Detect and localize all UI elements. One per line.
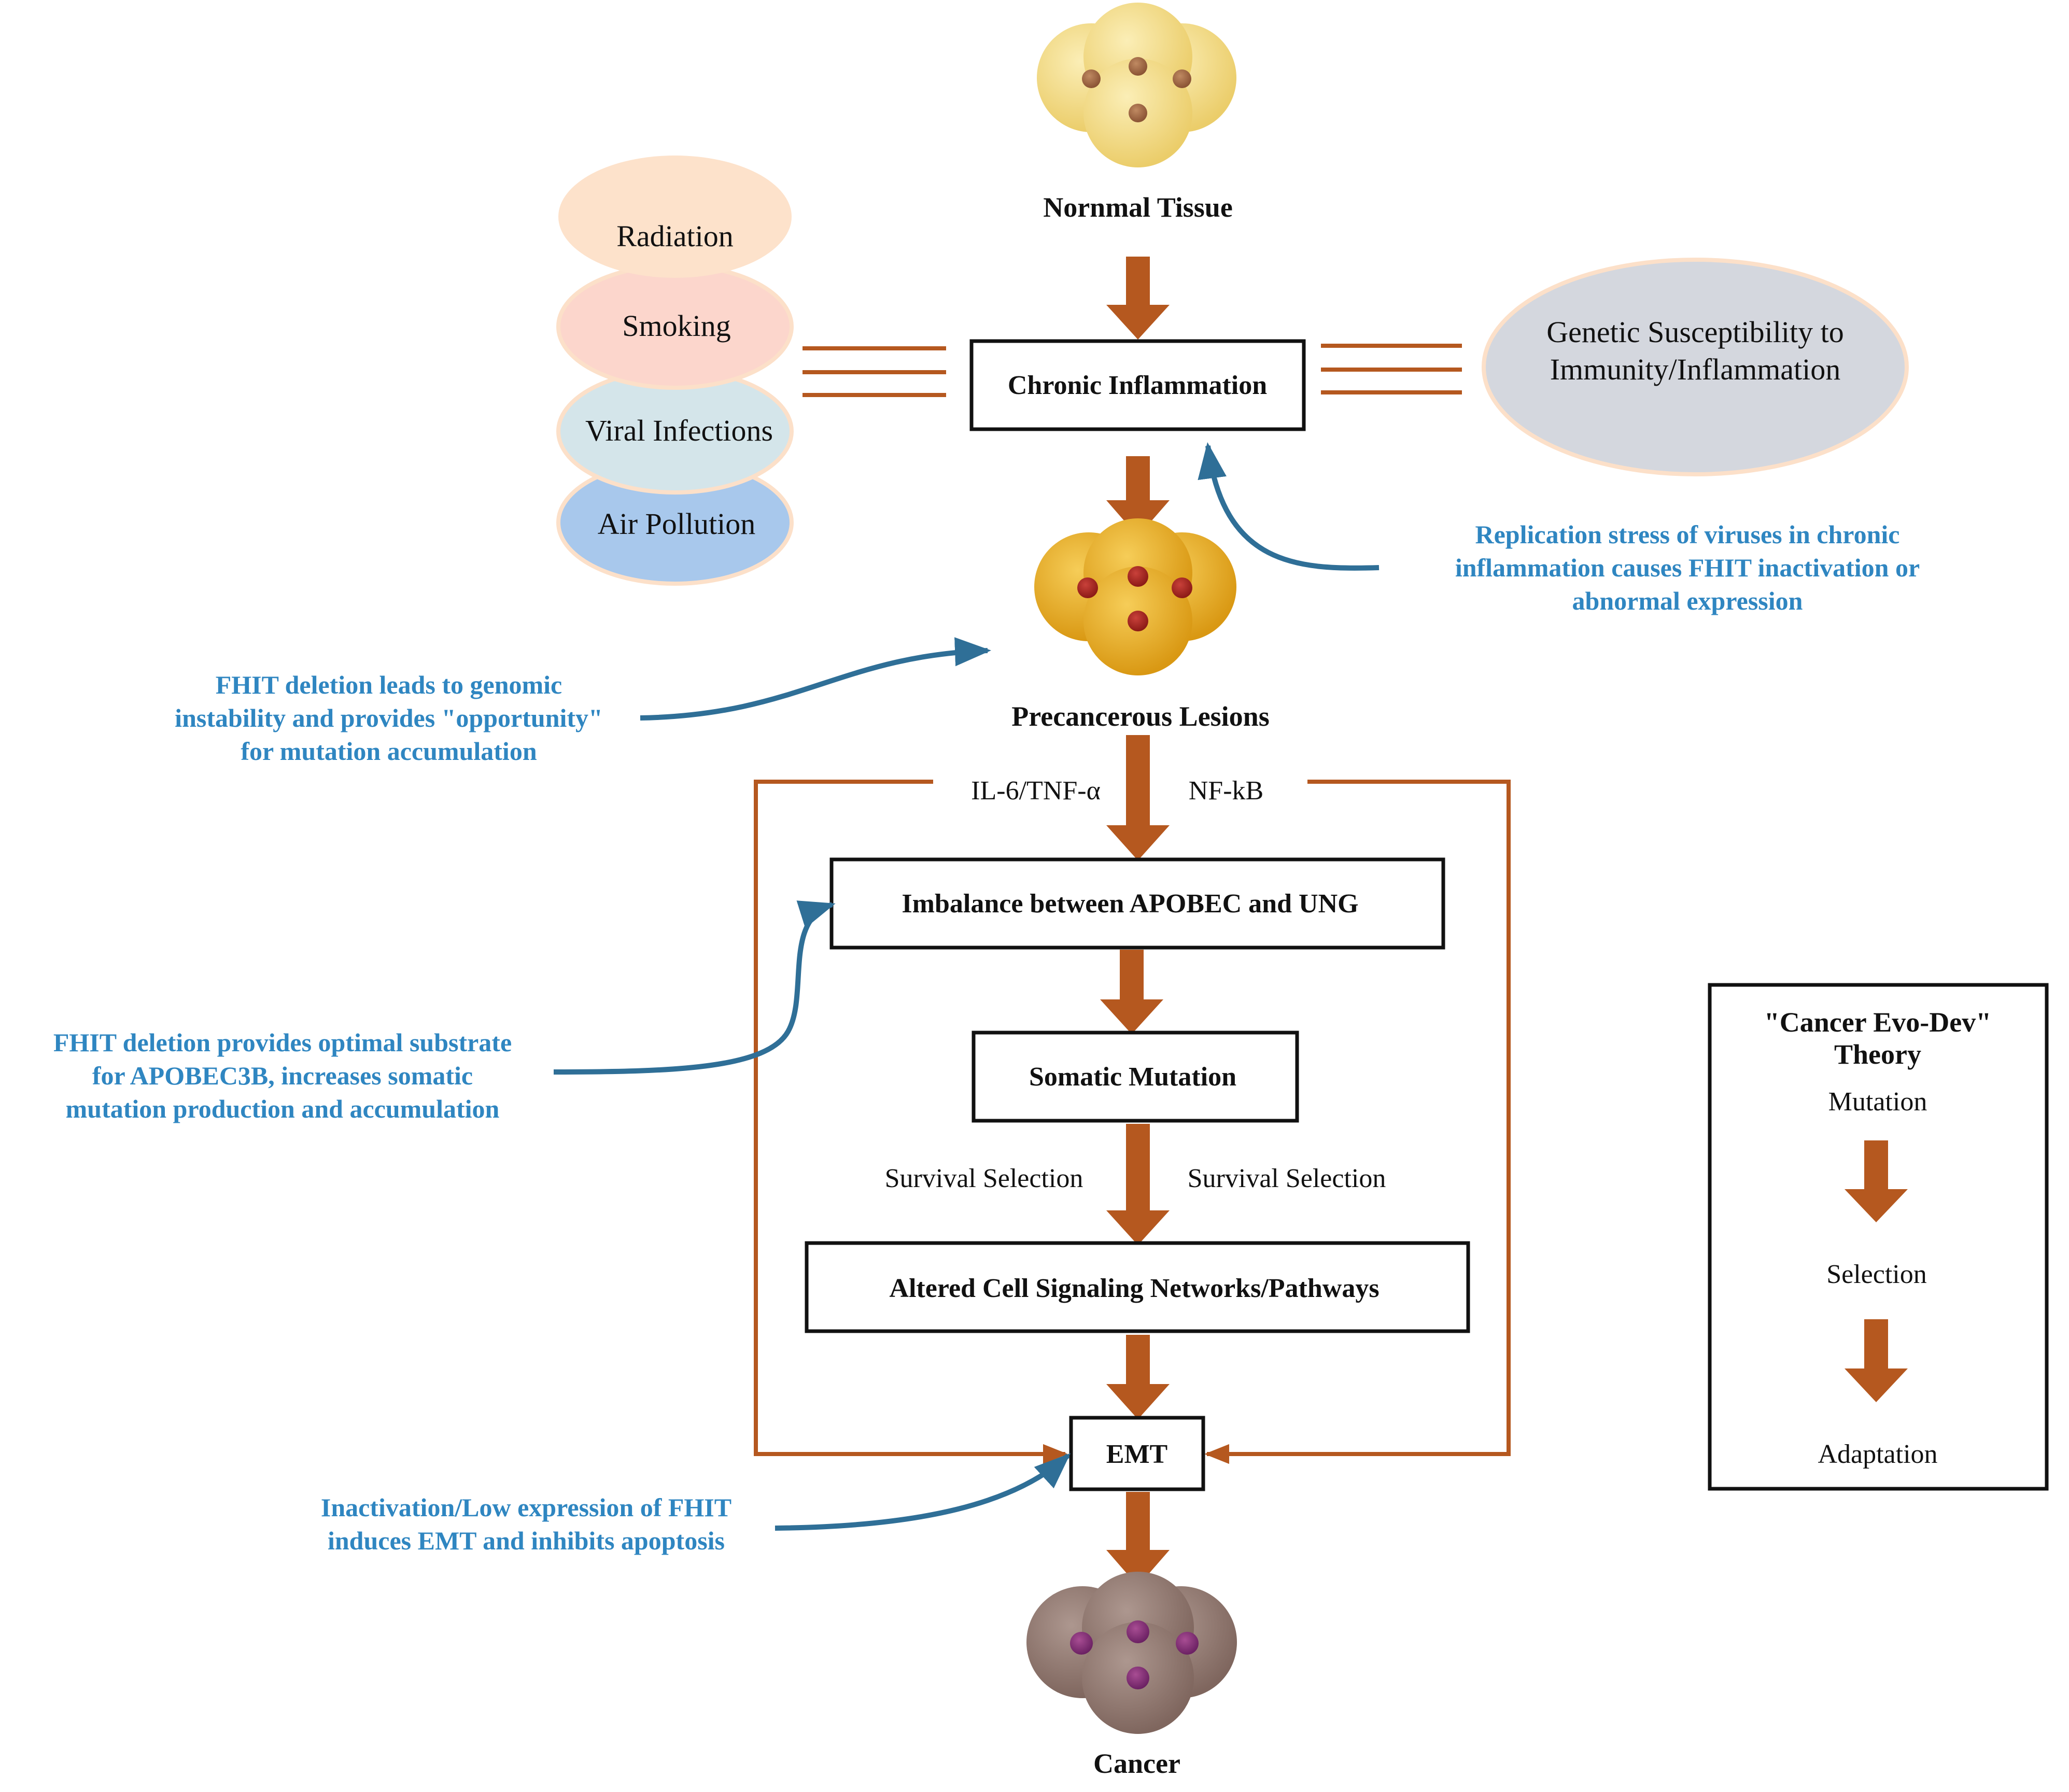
genetic-susceptibility-ellipse: [1482, 258, 1909, 476]
nfkb-feedback-loop: [1204, 780, 1511, 1464]
cancer-cell-nucleus: [1127, 1620, 1149, 1643]
precancer-cell-nucleus: [1128, 566, 1148, 587]
precancerous-lesions-label: Precancerous Lesions: [1011, 701, 1269, 732]
genetic-susceptibility-line-1: Genetic Susceptibility to: [1546, 315, 1843, 349]
somatic-mutation-label: Somatic Mutation: [1029, 1062, 1236, 1092]
precancer-cell-nucleus: [1128, 611, 1148, 631]
emt-induction-line-1: Inactivation/Low expression of FHIT: [321, 1493, 731, 1522]
risk-factor-connector: [803, 346, 946, 397]
air-pollution-label: Air Pollution: [598, 507, 756, 541]
viral-infections-label: Viral Infections: [585, 414, 773, 447]
theory-step-adaptation: Adaptation: [1818, 1440, 1937, 1469]
apobec-substrate-line-1: FHIT deletion provides optimal substrate: [53, 1028, 512, 1057]
nfkb-label: NF-kB: [1189, 776, 1263, 806]
theory-title-line-1: "Cancer Evo-Dev": [1764, 1007, 1991, 1038]
il6-feedback-loop: [754, 780, 1068, 1464]
il6-tnf-alpha-label: IL-6/TNF-α: [971, 776, 1101, 806]
apobec-substrate-arrow: [553, 900, 836, 1075]
chronic-inflammation-box: [969, 339, 1306, 431]
replication-stress-line-1: Replication stress of viruses in chronic: [1475, 520, 1900, 549]
normal-tissue-label: Nornmal Tissue: [1043, 192, 1233, 223]
radiation-ellipse: [558, 156, 792, 278]
replication-stress-arrow: [1198, 442, 1380, 571]
genetic-susceptibility-line-2: Immunity/Inflammation: [1550, 352, 1841, 386]
apobec-ung-imbalance-label: Imbalance between APOBEC and UNG: [902, 889, 1358, 919]
normal-cell-nucleus: [1173, 69, 1191, 88]
arrow-inflammation-to-precancer: [1106, 456, 1170, 537]
replication-stress-line-2: inflammation causes FHIT inactivation or: [1455, 553, 1920, 582]
somatic-mutation-box: [972, 1031, 1299, 1123]
precancerous-cell-cluster-icon: [1034, 518, 1236, 675]
theory-title-line-2: Theory: [1834, 1039, 1921, 1070]
theory-arrow-mutation-to-selection: [1845, 1140, 1908, 1222]
smoking-label: Smoking: [622, 309, 731, 343]
apobec-ung-imbalance-box: [829, 857, 1445, 950]
genomic-instability-line-2: instability and provides "opportunity": [175, 703, 603, 732]
theory-step-mutation: Mutation: [1828, 1087, 1927, 1117]
arrow-emt-to-cancer: [1106, 1492, 1170, 1586]
altered-signaling-label: Altered Cell Signaling Networks/Pathways: [889, 1274, 1379, 1303]
emt-box: [1069, 1416, 1205, 1491]
cancer-evo-dev-theory-box: [1708, 983, 2049, 1491]
genetic-susceptibility-connector: [1321, 344, 1462, 394]
survival-selection-right-label: Survival Selection: [1188, 1164, 1386, 1193]
radiation-label: Radiation: [616, 219, 734, 253]
normal-cell-nucleus: [1082, 69, 1101, 88]
normal-tissue-cell-cluster-icon: [1037, 3, 1236, 167]
cancer-label: Cancer: [1093, 1748, 1180, 1779]
normal-cell-nucleus: [1129, 104, 1147, 122]
cancer-cell-nucleus: [1070, 1632, 1093, 1655]
precancer-cell-nucleus: [1172, 577, 1192, 598]
arrow-normal-to-inflammation: [1106, 257, 1170, 340]
replication-stress-line-3: abnormal expression: [1572, 586, 1803, 615]
apobec-substrate-line-3: mutation production and accumulation: [66, 1094, 500, 1123]
apobec-substrate-line-2: for APOBEC3B, increases somatic: [92, 1061, 473, 1090]
arrow-somatic-to-altered-signaling: [1106, 1124, 1170, 1245]
precancer-cell-nucleus: [1077, 577, 1098, 598]
genomic-instability-arrow: [640, 637, 991, 721]
normal-cell-nucleus: [1129, 57, 1147, 76]
theory-arrow-selection-to-adaptation: [1845, 1319, 1908, 1402]
arrow-imbalance-to-somatic-mutation: [1100, 950, 1163, 1034]
arrow-precancer-to-imbalance: [1106, 735, 1170, 860]
cancer-cell-cluster-icon: [1026, 1572, 1237, 1734]
genomic-instability-line-1: FHIT deletion leads to genomic: [216, 670, 562, 699]
altered-signaling-box: [805, 1241, 1470, 1333]
survival-selection-left-label: Survival Selection: [885, 1164, 1083, 1193]
emt-label: EMT: [1106, 1440, 1167, 1469]
chronic-inflammation-label: Chronic Inflammation: [1008, 371, 1267, 400]
emt-induction-line-2: induces EMT and inhibits apoptosis: [328, 1526, 725, 1555]
genomic-instability-line-3: for mutation accumulation: [241, 737, 537, 766]
cancer-cell-nucleus: [1176, 1632, 1199, 1655]
arrow-altered-to-emt: [1106, 1335, 1170, 1419]
cancer-cell-nucleus: [1127, 1667, 1149, 1689]
emt-induction-arrow: [775, 1453, 1071, 1531]
theory-step-selection: Selection: [1826, 1260, 1927, 1289]
